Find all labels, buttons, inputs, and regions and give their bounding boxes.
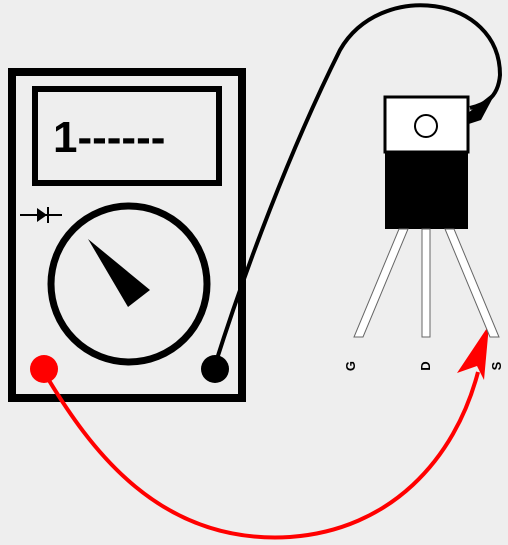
mosfet-body [385, 152, 468, 229]
common-jack[interactable] [201, 355, 229, 383]
positive-jack[interactable] [30, 355, 58, 383]
drain-lead [421, 228, 431, 338]
multimeter-body [8, 68, 246, 402]
pin-label-drain: D [418, 361, 433, 370]
red-test-lead[interactable] [42, 370, 480, 540]
mosfet-tab-hole [414, 114, 438, 138]
source-lead [444, 228, 500, 338]
gate-lead [353, 228, 409, 338]
black-test-lead[interactable] [213, 3, 503, 366]
diode-symbol-icon [20, 207, 62, 223]
dial-pointer [88, 239, 150, 307]
pin-label-gate: G [343, 361, 358, 371]
multimeter-display [32, 86, 222, 186]
mosfet-package [353, 95, 500, 338]
selector-dial[interactable] [47, 202, 211, 366]
pin-label-source: S [489, 361, 504, 370]
red-probe-tip [457, 325, 489, 380]
display-reading: 1------ [53, 113, 165, 162]
